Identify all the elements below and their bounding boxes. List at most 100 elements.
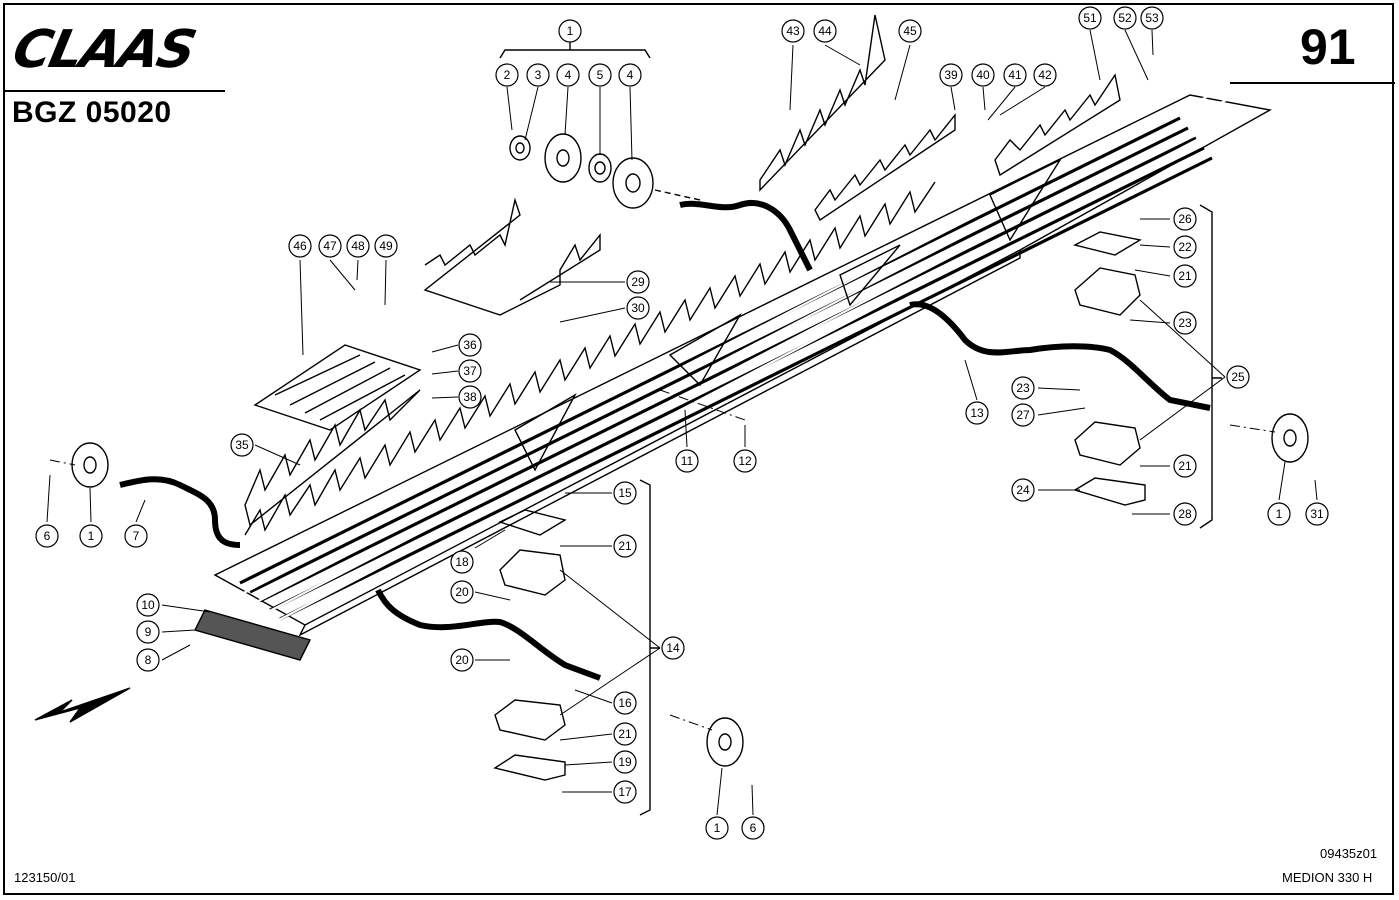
- callout: 21: [613, 722, 637, 746]
- svg-text:12: 12: [738, 454, 752, 468]
- svg-text:7: 7: [133, 529, 140, 543]
- callout: 4: [556, 63, 580, 87]
- svg-text:52: 52: [1118, 11, 1132, 25]
- svg-text:4: 4: [627, 68, 634, 82]
- logo-rule: [5, 90, 225, 92]
- bracket-14: [639, 479, 660, 816]
- svg-text:30: 30: [631, 301, 645, 315]
- callout: 35: [230, 433, 254, 457]
- svg-text:13: 13: [970, 406, 984, 420]
- svg-text:1: 1: [567, 24, 574, 38]
- svg-text:22: 22: [1178, 240, 1192, 254]
- toothed-guide-43: [759, 14, 886, 192]
- toothed-guide-51: [994, 73, 1121, 177]
- clamp-plate-24: [1073, 477, 1146, 506]
- svg-text:24: 24: [1016, 483, 1030, 497]
- hanging-plate: [668, 313, 742, 387]
- bracket-25: [1199, 204, 1222, 529]
- callout: 28: [1173, 502, 1197, 526]
- callout: 18: [450, 550, 474, 574]
- bearing-set: [509, 133, 701, 209]
- hanging-plate: [839, 244, 901, 307]
- callout: 19: [613, 750, 637, 774]
- svg-text:3: 3: [535, 68, 542, 82]
- page-number-rule: [1230, 82, 1395, 84]
- toothed-guide-39: [814, 113, 956, 222]
- callout: 11: [675, 449, 699, 473]
- svg-text:40: 40: [976, 68, 990, 82]
- bearing-housing-lower: [1074, 421, 1141, 466]
- callout: 13: [965, 401, 989, 425]
- hanging-plate: [514, 393, 577, 472]
- right-crankshaft: [909, 301, 1211, 411]
- callout: 47: [318, 234, 342, 258]
- callout: 31: [1305, 502, 1329, 526]
- callout: 1: [79, 524, 103, 548]
- footer-left-code: 123150/01: [14, 870, 76, 885]
- callout: 25: [1226, 365, 1250, 389]
- clamp-plate-19: [493, 754, 566, 781]
- svg-text:46: 46: [293, 239, 307, 253]
- callout: 24: [1011, 478, 1035, 502]
- callout: 6: [35, 524, 59, 548]
- front-guard-strip: [193, 609, 312, 661]
- callout: 30: [626, 296, 650, 320]
- svg-text:23: 23: [1178, 316, 1192, 330]
- svg-text:8: 8: [145, 653, 152, 667]
- svg-text:29: 29: [631, 275, 645, 289]
- svg-text:38: 38: [463, 390, 477, 404]
- center-crankshaft: [375, 588, 602, 681]
- svg-text:44: 44: [818, 24, 832, 38]
- callout: 49: [374, 234, 398, 258]
- callout: 14: [661, 636, 685, 660]
- callout: 38: [458, 385, 482, 409]
- drawing-frame: [3, 3, 1394, 895]
- callout: 9: [136, 620, 160, 644]
- bracket-1: [499, 42, 651, 59]
- svg-text:35: 35: [235, 438, 249, 452]
- callout: 20: [450, 648, 474, 672]
- svg-text:1: 1: [1276, 507, 1283, 521]
- svg-text:48: 48: [351, 239, 365, 253]
- left-flange-disc: [71, 442, 109, 488]
- svg-text:31: 31: [1310, 507, 1324, 521]
- svg-text:6: 6: [44, 529, 51, 543]
- callout: 36: [458, 333, 482, 357]
- svg-text:19: 19: [618, 755, 632, 769]
- cover-plate: [253, 344, 422, 431]
- callout: 1: [558, 19, 582, 43]
- svg-text:26: 26: [1178, 212, 1192, 226]
- callout: 23: [1011, 376, 1035, 400]
- shim-plate-22: [1073, 231, 1142, 256]
- svg-text:27: 27: [1016, 408, 1030, 422]
- callout: 15: [613, 481, 637, 505]
- svg-text:39: 39: [944, 68, 958, 82]
- svg-text:21: 21: [618, 539, 632, 553]
- callout: 23: [1173, 311, 1197, 335]
- callout: 1: [705, 816, 729, 840]
- callout-markers: 1 2 3 4 5 4 43 44 45 39 40 41 42 51 52 5…: [35, 6, 1329, 840]
- callout: 20: [450, 580, 474, 604]
- svg-text:25: 25: [1231, 370, 1245, 384]
- svg-text:42: 42: [1038, 68, 1052, 82]
- toothed-strip: [244, 181, 936, 536]
- bearing-housing-upper: [1074, 267, 1141, 316]
- svg-text:51: 51: [1083, 11, 1097, 25]
- svg-text:21: 21: [618, 727, 632, 741]
- callout: 26: [1173, 207, 1197, 231]
- svg-text:37: 37: [463, 364, 477, 378]
- callout: 39: [939, 63, 963, 87]
- callout: 16: [613, 691, 637, 715]
- toothed-guide-29: [423, 197, 601, 316]
- svg-text:4: 4: [565, 68, 572, 82]
- svg-text:18: 18: [455, 555, 469, 569]
- svg-text:17: 17: [618, 785, 632, 799]
- svg-text:21: 21: [1178, 459, 1192, 473]
- callout: 52: [1113, 6, 1137, 30]
- footer-drawing-code: 09435z01: [1320, 846, 1378, 861]
- callout: 21: [1173, 454, 1197, 478]
- callout: 29: [626, 270, 650, 294]
- svg-text:16: 16: [618, 696, 632, 710]
- svg-text:6: 6: [750, 821, 757, 835]
